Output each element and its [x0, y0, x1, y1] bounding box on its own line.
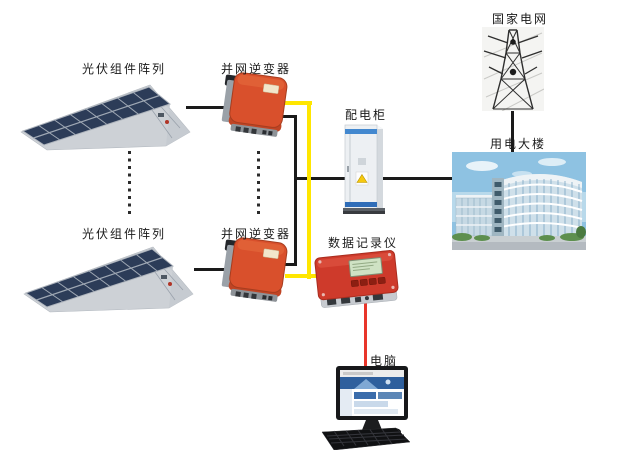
label-pv-array-bottom: 光伏组件阵列: [82, 227, 167, 241]
comm-line-inverter1-horizontal: [276, 101, 312, 105]
label-building: 用电大楼: [490, 137, 547, 151]
power-line-pv1-to-inverter1: [186, 106, 230, 109]
solar-array-icon: [20, 84, 191, 151]
inverter-bottom: [219, 237, 295, 305]
comm-line-logger-to-computer: [364, 297, 367, 371]
ellipsis-dots-inverters: [257, 151, 260, 214]
inverter-icon: [221, 237, 288, 302]
comm-line-vertical: [307, 101, 311, 279]
ellipsis-dots-arrays: [128, 151, 131, 214]
label-state-grid: 国家电网: [492, 12, 549, 26]
inverter-top: [219, 72, 295, 140]
office-building-icon: [452, 152, 586, 250]
computer: [320, 366, 412, 450]
power-line-pv2-to-inverter2: [194, 268, 230, 271]
pv-array-bottom: [23, 242, 198, 314]
transmission-tower-icon: [482, 27, 544, 111]
label-inverter-top: 并网逆变器: [221, 62, 292, 76]
data-logger-icon: [314, 250, 399, 308]
state-grid: [482, 27, 544, 111]
label-inverter-bottom: 并网逆变器: [221, 227, 292, 241]
power-line-trunk-vertical: [294, 115, 297, 266]
desktop-computer-icon: [321, 366, 411, 450]
label-data-logger: 数据记录仪: [328, 236, 399, 250]
power-line-inverter1-stub: [283, 115, 297, 118]
label-distribution-cabinet: 配电柜: [345, 108, 388, 122]
solar-array-icon: [23, 246, 194, 313]
power-line-grid-to-building: [511, 108, 514, 154]
distribution-cabinet: [341, 122, 387, 216]
label-pv-array-top: 光伏组件阵列: [82, 62, 167, 76]
pv-array-top: [20, 80, 195, 152]
building: [452, 152, 586, 250]
inverter-icon: [221, 72, 288, 137]
power-line-inverter2-stub: [283, 263, 297, 266]
data-logger: [313, 250, 403, 310]
label-computer: 电脑: [370, 354, 399, 368]
cabinet-icon: [343, 124, 385, 214]
comm-line-inverter2-to-logger: [285, 274, 320, 278]
